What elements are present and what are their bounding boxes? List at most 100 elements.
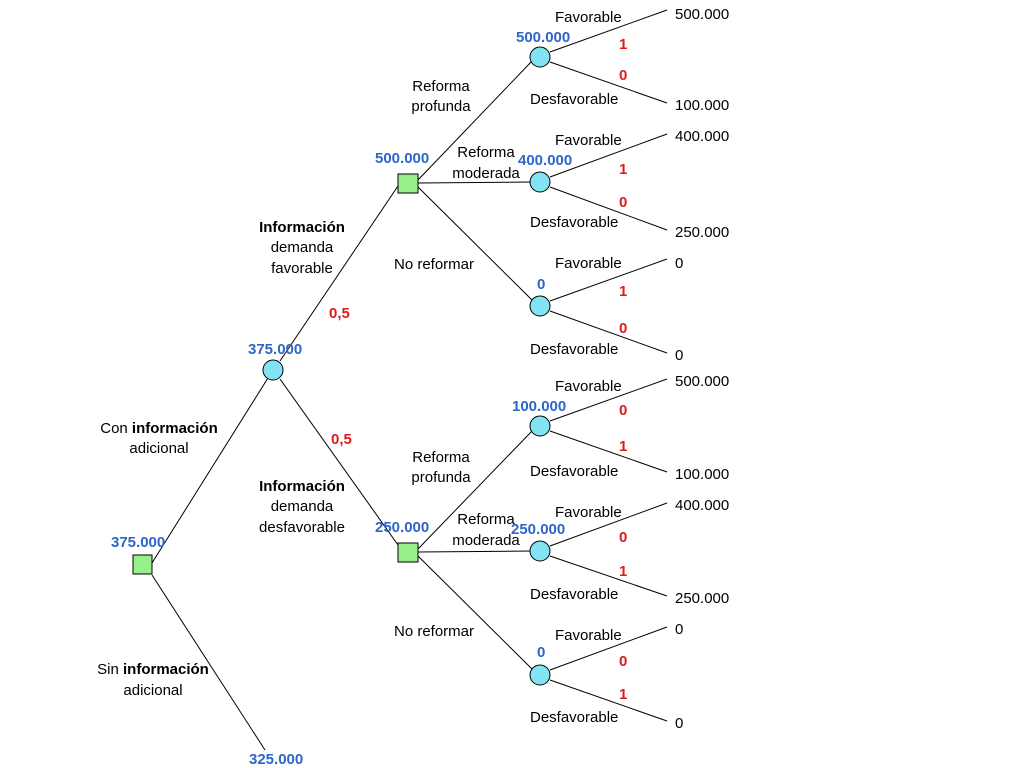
unf-moderada-fav-prob: 0: [619, 529, 627, 546]
chance-node-fav-moderada: [529, 171, 551, 193]
edge-fn-fav: [549, 258, 668, 302]
fav-moderada-des-payoff: 250.000: [675, 224, 729, 241]
fav-noreformar-des-payoff: 0: [675, 347, 683, 364]
fav-moderada-fav-label: Favorable: [555, 132, 622, 149]
branch-label-con-info-line2: adicional: [129, 440, 188, 457]
tree-nodes: [132, 46, 551, 686]
unf-moderada-des-payoff: 250.000: [675, 590, 729, 607]
edge-up-fav: [549, 378, 668, 422]
edge-fm-des: [549, 186, 668, 231]
tree-edges: [151, 9, 668, 751]
branch-label-sin-info-line2: adicional: [123, 682, 182, 699]
fav-moderada-fav-prob: 1: [619, 161, 627, 178]
fav-profunda-des-prob: 0: [619, 67, 627, 84]
fav-noreformar-label: No reformar: [394, 256, 474, 273]
edge-unf-noreformar: [417, 555, 534, 671]
unf-noreformar-fav-label: Favorable: [555, 627, 622, 644]
chance-node-unf-profunda: [529, 415, 551, 437]
edge-fav-moderada: [417, 181, 532, 184]
fav-noreformar-value: 0: [537, 276, 545, 293]
edge-fp-fav: [549, 9, 668, 53]
fav-profunda-des-label: Desfavorable: [530, 91, 618, 108]
unf-moderada-des-label: Desfavorable: [530, 586, 618, 603]
fav-moderada-value: 400.000: [518, 152, 572, 169]
chance-node-unf-noreformar: [529, 664, 551, 686]
unf-noreformar-des-payoff: 0: [675, 715, 683, 732]
branch-label-info-fav-3: favorable: [271, 260, 333, 277]
chance-node-fav-noreformar: [529, 295, 551, 317]
unf-moderada-des-prob: 1: [619, 563, 627, 580]
unf-profunda-fav-payoff: 500.000: [675, 373, 729, 390]
unf-moderada-fav-label: Favorable: [555, 504, 622, 521]
branch-label-sin-info: Sin información: [97, 661, 209, 678]
decision-node-root: [132, 554, 153, 575]
decision-node-unf: [397, 542, 419, 563]
edge-root-info: [151, 369, 274, 564]
chance-node-fav-profunda: [529, 46, 551, 68]
unf-noreformar-des-label: Desfavorable: [530, 709, 618, 726]
fav-moderada-label-1: Reforma: [457, 144, 515, 161]
edge-un-fav: [549, 626, 668, 671]
decision-node-fav: [397, 173, 419, 194]
branch-label-info-unf-3: desfavorable: [259, 519, 345, 536]
branch-label-info-fav-1: Información: [259, 219, 345, 236]
unf-profunda-label-1: Reforma: [412, 449, 470, 466]
edge-fav-profunda: [417, 59, 534, 181]
chance-node-info: [262, 359, 284, 381]
unf-profunda-fav-label: Favorable: [555, 378, 622, 395]
unf-moderada-label-2: moderada: [452, 532, 520, 549]
fav-profunda-fav-payoff: 500.000: [675, 6, 729, 23]
fav-noreformar-des-label: Desfavorable: [530, 341, 618, 358]
unf-profunda-des-prob: 1: [619, 438, 627, 455]
sin-info-value: 325.000: [249, 751, 303, 768]
unf-noreformar-label: No reformar: [394, 623, 474, 640]
fav-moderada-des-prob: 0: [619, 194, 627, 211]
info-node-value: 375.000: [248, 341, 302, 358]
branch-label-info-unf-1: Información: [259, 478, 345, 495]
edge-info-fav: [279, 185, 399, 362]
unf-profunda-fav-prob: 0: [619, 402, 627, 419]
branch-label-info-unf-2: demanda: [271, 498, 334, 515]
fav-profunda-fav-prob: 1: [619, 36, 627, 53]
edge-fav-noreformar: [417, 186, 534, 302]
unf-decision-value: 250.000: [375, 519, 429, 536]
edge-up-des: [549, 430, 668, 473]
fav-noreformar-fav-label: Favorable: [555, 255, 622, 272]
fav-profunda-label-1: Reforma: [412, 78, 470, 95]
unf-moderada-value: 250.000: [511, 521, 565, 538]
fav-profunda-des-payoff: 100.000: [675, 97, 729, 114]
edge-um-fav: [549, 502, 668, 547]
unf-noreformar-value: 0: [537, 644, 545, 661]
edge-unf-profunda: [417, 429, 534, 550]
unf-profunda-des-label: Desfavorable: [530, 463, 618, 480]
chance-node-unf-moderada: [529, 540, 551, 562]
fav-profunda-value: 500.000: [516, 29, 570, 46]
fav-moderada-fav-payoff: 400.000: [675, 128, 729, 145]
unf-noreformar-fav-prob: 0: [619, 653, 627, 670]
fav-moderada-label-2: moderada: [452, 165, 520, 182]
fav-moderada-des-label: Desfavorable: [530, 214, 618, 231]
prob-info-unf: 0,5: [331, 431, 352, 448]
unf-noreformar-des-prob: 1: [619, 686, 627, 703]
unf-profunda-des-payoff: 100.000: [675, 466, 729, 483]
branch-label-info-fav-2: demanda: [271, 239, 334, 256]
unf-moderada-label-1: Reforma: [457, 511, 515, 528]
unf-profunda-label-2: profunda: [411, 469, 471, 486]
edge-fn-des: [549, 310, 668, 354]
root-value: 375.000: [111, 534, 165, 551]
edge-un-des: [549, 679, 668, 722]
edge-fm-fav: [549, 133, 668, 178]
edge-fp-des: [549, 61, 668, 104]
fav-noreformar-fav-payoff: 0: [675, 255, 683, 272]
fav-decision-value: 500.000: [375, 150, 429, 167]
edge-info-unf: [279, 378, 399, 546]
edge-unf-moderada: [417, 550, 532, 553]
branch-label-con-info: Con información: [100, 420, 218, 437]
fav-noreformar-des-prob: 0: [619, 320, 627, 337]
edge-um-des: [549, 555, 668, 597]
fav-profunda-label-2: profunda: [411, 98, 471, 115]
unf-profunda-value: 100.000: [512, 398, 566, 415]
unf-moderada-fav-payoff: 400.000: [675, 497, 729, 514]
prob-info-fav: 0,5: [329, 305, 350, 322]
